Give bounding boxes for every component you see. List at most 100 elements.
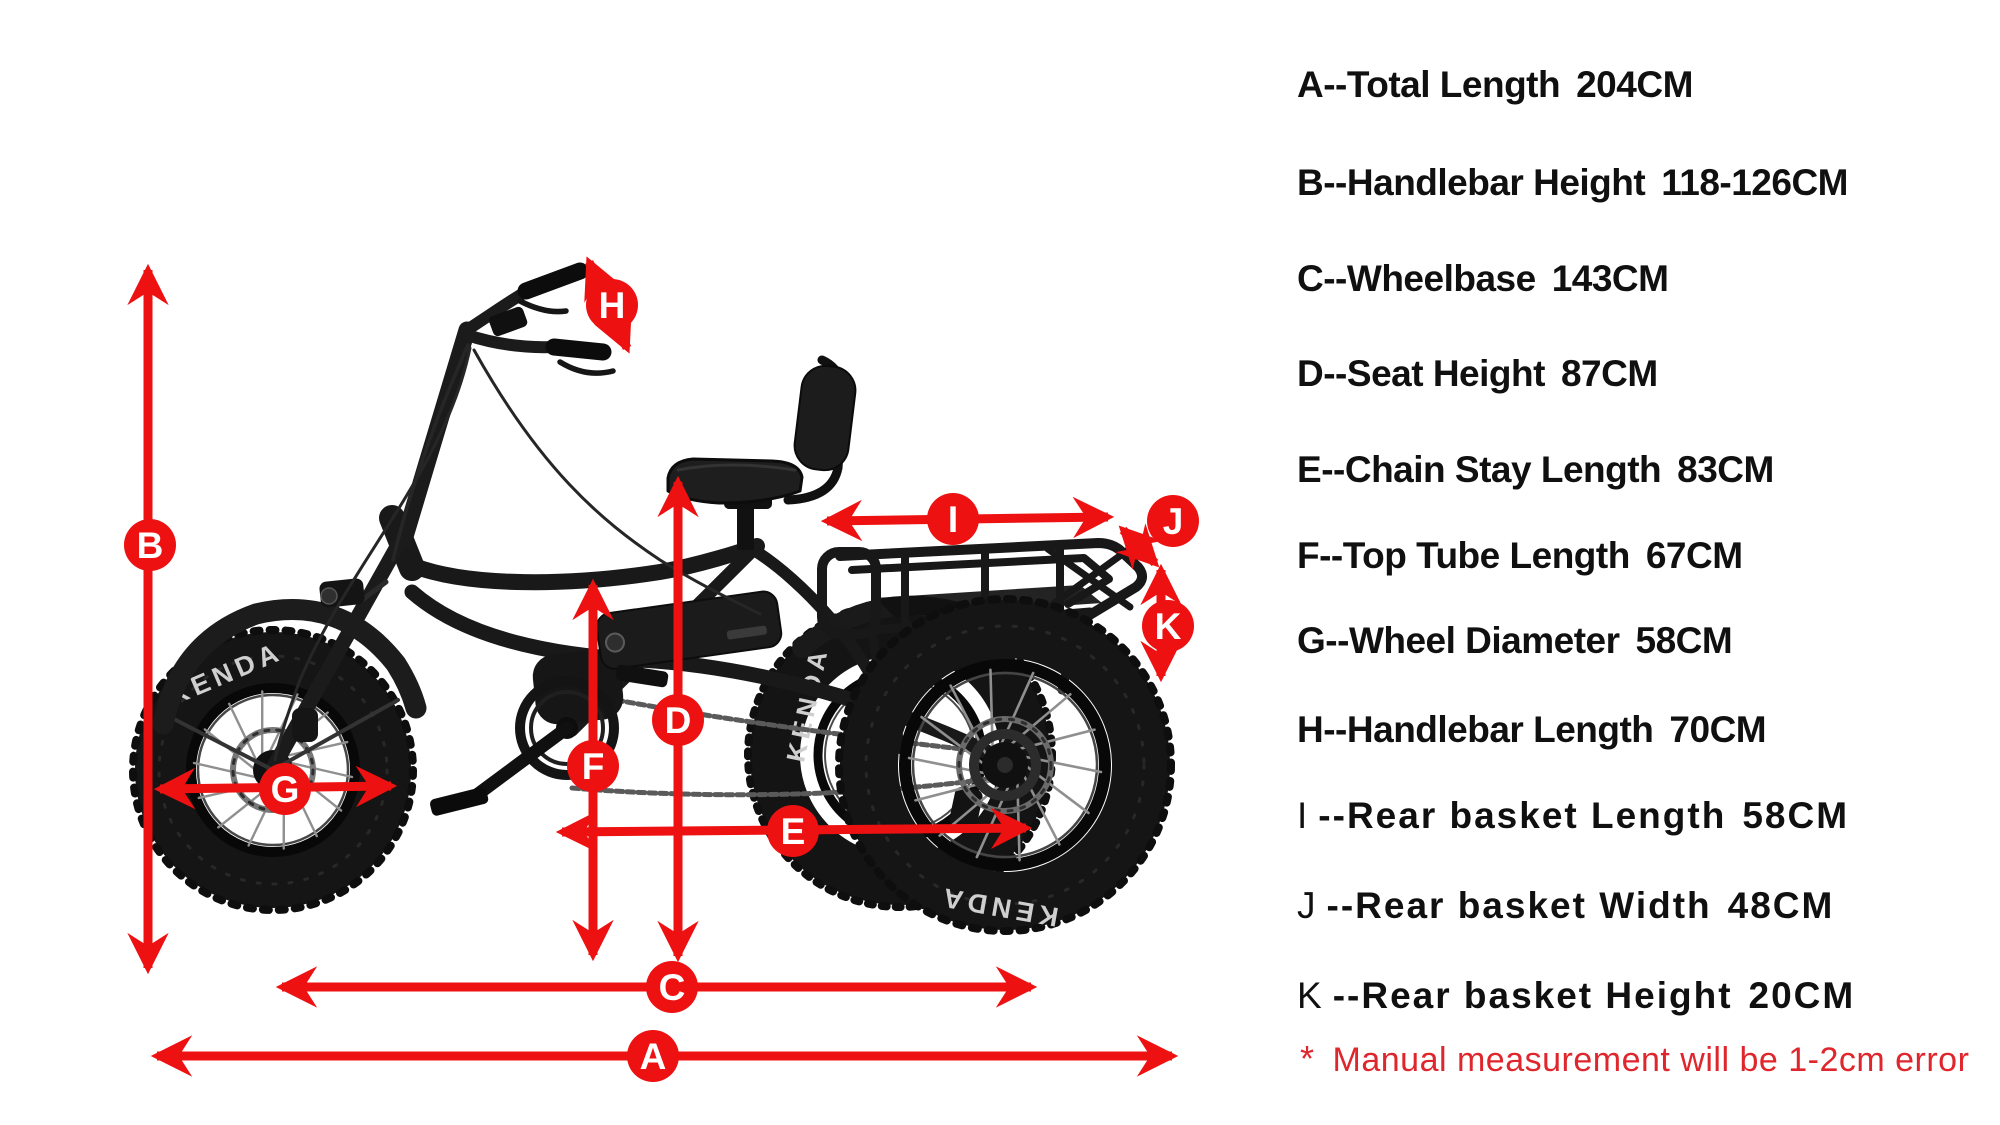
legend-letter: B [1297, 162, 1324, 203]
dim-circle-c [646, 961, 698, 1013]
legend-label: Top Tube Length [1342, 535, 1631, 576]
dimension-markers: A B C D E F G H I J K [124, 279, 1199, 1082]
legend-separator: -- [1319, 535, 1343, 576]
dim-circle-h [586, 279, 638, 331]
legend-item-d: D--Seat Height 87CM [1297, 353, 1658, 395]
legend-label: Rear basket Length [1346, 795, 1727, 836]
legend-separator: -- [1326, 885, 1356, 926]
legend-value: 83CM [1677, 449, 1774, 490]
dim-line-j [1115, 523, 1163, 570]
legend-value: 58CM [1742, 795, 1850, 836]
legend-value: 204CM [1576, 64, 1693, 105]
dim-circle-a [627, 1030, 679, 1082]
top-tube [406, 538, 765, 591]
legend-value: 143CM [1551, 258, 1669, 299]
saddle [666, 457, 804, 505]
legend-separator: -- [1323, 353, 1347, 394]
legend-item-c: C--Wheelbase 143CM [1297, 258, 1669, 300]
dim-letter-h: H [599, 285, 626, 326]
legend-value: 70CM [1669, 709, 1767, 750]
brake-lever-far [517, 298, 569, 315]
dim-letter-j: J [1163, 501, 1184, 542]
legend-item-a: A--Total Length 204CM [1297, 64, 1693, 106]
legend-separator: -- [1321, 449, 1345, 490]
handlebar-grip-near [545, 338, 612, 361]
front-fork [166, 537, 406, 776]
legend-item-b: B--Handlebar Height 118-126CM [1297, 162, 1849, 204]
legend-value: 67CM [1645, 535, 1743, 576]
seat-post [737, 498, 754, 550]
legend-letter: C [1297, 258, 1324, 299]
dim-circle-f [567, 740, 619, 792]
legend-label: Rear basket Width [1355, 885, 1712, 926]
legend-label: Wheelbase [1346, 258, 1536, 299]
measurement-note: * Manual measurement will be 1-2cm error [1300, 1038, 1969, 1080]
headlight-lens [320, 587, 338, 605]
legend-separator: -- [1325, 620, 1349, 661]
dim-circle-e [767, 805, 819, 857]
legend-separator: -- [1323, 64, 1347, 105]
dim-letter-b: B [137, 525, 164, 566]
legend-letter: J [1297, 885, 1318, 926]
legend-item-g: G--Wheel Diameter 58CM [1297, 620, 1733, 662]
note-text: Manual measurement will be 1-2cm error [1332, 1041, 1970, 1079]
legend-label: Wheel Diameter [1348, 620, 1620, 661]
legend-separator: -- [1332, 975, 1362, 1016]
note-asterisk: * [1300, 1038, 1315, 1079]
legend-label: Handlebar Height [1346, 162, 1646, 203]
legend-letter: D [1297, 353, 1324, 394]
legend-letter: G [1297, 620, 1326, 661]
legend-letter: F [1297, 535, 1320, 576]
dim-circle-g [259, 763, 311, 815]
legend-letter: H [1297, 709, 1324, 750]
legend-label: Chain Stay Length [1344, 449, 1662, 490]
legend-label: Total Length [1346, 64, 1561, 105]
stem [395, 321, 476, 549]
legend-letter: I [1297, 795, 1310, 836]
legend-item-f: F--Top Tube Length 67CM [1297, 535, 1743, 577]
dim-circle-j [1147, 495, 1199, 547]
display-unit [489, 306, 528, 337]
dim-letter-g: G [271, 769, 300, 810]
dim-circle-k [1142, 600, 1194, 652]
dim-letter-c: C [659, 967, 686, 1008]
legend-label: Seat Height [1346, 353, 1546, 394]
legend-separator: -- [1323, 162, 1347, 203]
seat-assembly [666, 355, 857, 550]
dim-letter-k: K [1155, 606, 1182, 647]
left-pedal [429, 787, 489, 816]
legend-value: 20CM [1748, 975, 1856, 1016]
legend-separator: -- [1323, 709, 1347, 750]
legend-value: 118-126CM [1661, 162, 1849, 203]
legend-separator: -- [1323, 258, 1347, 299]
dim-circle-i [927, 493, 979, 545]
front-fender [152, 599, 427, 735]
front-brake-caliper [292, 708, 318, 742]
backrest-pad [793, 364, 857, 472]
cables [273, 343, 762, 762]
legend-item-i: I--Rear basket Length 58CM [1297, 795, 1849, 837]
legend-value: 58CM [1635, 620, 1733, 661]
dim-letter-f: F [582, 746, 605, 787]
dim-letter-d: D [665, 700, 692, 741]
rear-cassette [969, 729, 1041, 801]
legend-item-j: J--Rear basket Width 48CM [1297, 885, 1834, 927]
dim-letter-i: I [948, 499, 958, 540]
rear-wheel-near: KENDA [835, 595, 1175, 935]
dim-circle-b [124, 519, 176, 571]
legend-letter: A [1297, 64, 1324, 105]
legend-label: Handlebar Length [1346, 709, 1654, 750]
legend-value: 87CM [1560, 353, 1658, 394]
legend-item-h: H--Handlebar Length 70CM [1297, 709, 1767, 751]
legend-letter: K [1297, 975, 1324, 1016]
legend-separator: -- [1318, 795, 1347, 836]
right-pedal [615, 664, 669, 688]
crank-arm [463, 721, 574, 807]
headlight [319, 578, 389, 608]
brake-lever-near [557, 359, 616, 376]
legend-value: 48CM [1727, 885, 1835, 926]
